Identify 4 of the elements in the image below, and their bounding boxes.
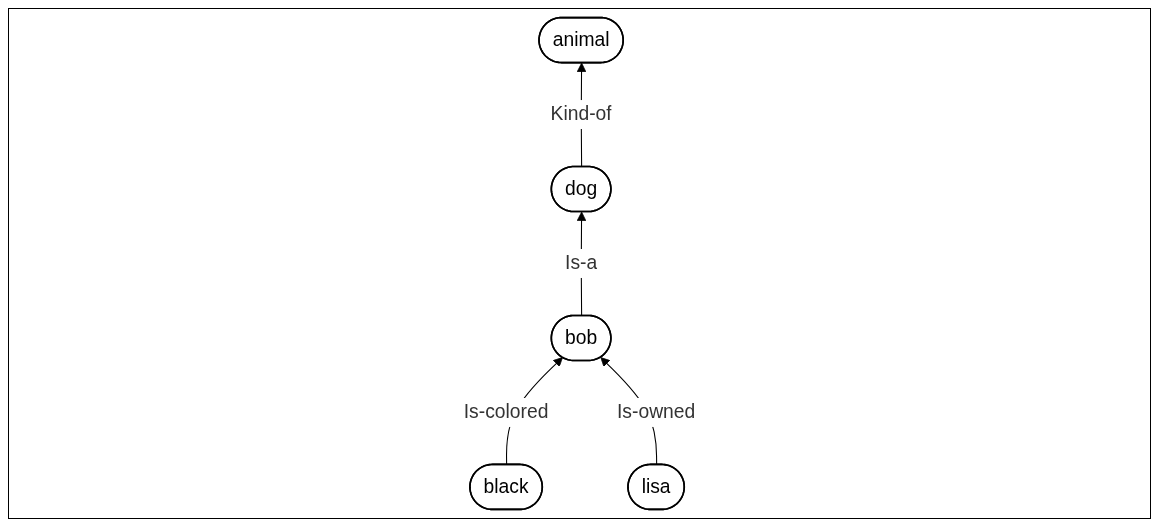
edge-label: Is-owned — [616, 401, 696, 423]
edge-label: Is-a — [565, 252, 598, 274]
edge-label: Is-colored — [463, 401, 549, 423]
edge-label: Kind-of — [550, 103, 612, 125]
